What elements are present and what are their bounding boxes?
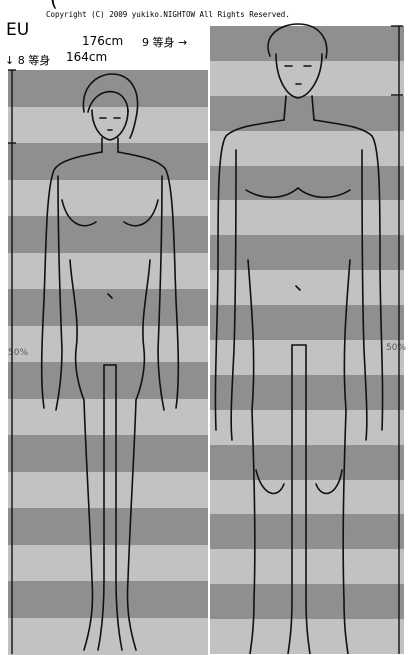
right-scale-ruler xyxy=(391,26,403,654)
female-figure xyxy=(42,74,179,650)
left-scale-ruler xyxy=(8,70,16,654)
male-figure xyxy=(215,24,382,654)
